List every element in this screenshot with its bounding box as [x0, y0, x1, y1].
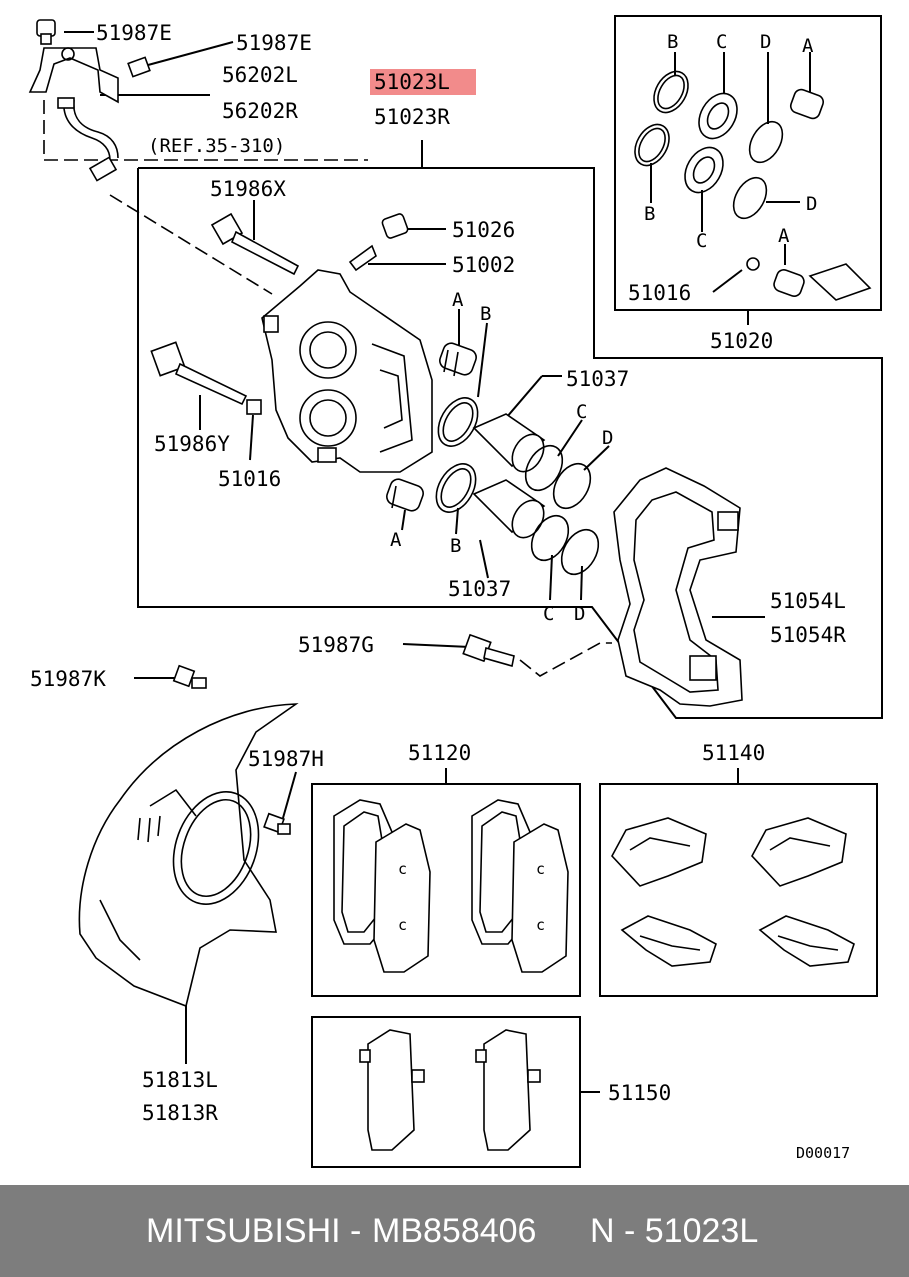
footer-dash: -	[350, 1211, 362, 1250]
caliper-support-bracket	[613, 467, 743, 707]
parts-diagram: c c c c	[28, 15, 883, 1168]
letter-main-A1: A	[452, 289, 464, 311]
label-51120: 51120	[408, 741, 471, 765]
dust-boot-upper	[439, 342, 477, 377]
label-56202R: 56202R	[222, 99, 298, 123]
footer-ref-number: N - 51023L	[590, 1211, 759, 1250]
piston-upper	[472, 413, 592, 510]
part-labels: 51987E 51987E 56202L 56202R 51023L 51023…	[30, 21, 850, 1162]
letter-main-A2: A	[390, 529, 402, 551]
brake-pad-set: c c c c	[333, 799, 569, 973]
label-51023L: 51023L	[374, 70, 450, 94]
bleeder-screw	[348, 213, 409, 272]
label-ref: (REF.35-310)	[148, 135, 285, 157]
dust-boot-lower	[386, 478, 424, 512]
label-51016-kit: 51016	[628, 281, 691, 305]
label-51020: 51020	[710, 329, 773, 353]
label-51987H: 51987H	[248, 747, 324, 771]
letter-main-D2: D	[574, 603, 585, 625]
label-56202L: 56202L	[222, 63, 298, 87]
label-51054R: 51054R	[770, 623, 846, 647]
label-51026: 51026	[452, 218, 515, 242]
letter-kit-B2: B	[644, 203, 655, 225]
label-51150: 51150	[608, 1081, 671, 1105]
label-51987E-b: 51987E	[236, 31, 312, 55]
letter-kit-D1: D	[760, 31, 771, 53]
label-51813L: 51813L	[142, 1068, 218, 1092]
piston-lower	[472, 479, 600, 576]
letter-kit-A2: A	[778, 225, 790, 247]
shim-set-box	[311, 1016, 581, 1168]
label-51016-main: 51016	[218, 467, 281, 491]
label-51987G: 51987G	[298, 633, 374, 657]
label-51987K: 51987K	[30, 667, 106, 691]
dust-shield	[78, 703, 299, 1008]
letter-main-B2: B	[450, 535, 461, 557]
pad-shim-set	[359, 1029, 541, 1151]
letter-main-B1: B	[480, 303, 491, 325]
letter-main-C2: C	[543, 603, 554, 625]
bolt-51987G	[462, 633, 515, 668]
pad-clip-set	[611, 817, 855, 967]
svg-text:c: c	[536, 916, 545, 934]
caliper-body	[261, 269, 433, 473]
bolt-51987K	[172, 664, 207, 689]
footer-brand: MITSUBISHI	[146, 1211, 341, 1250]
letter-kit-C2: C	[696, 230, 707, 252]
letter-main-C1: C	[576, 401, 587, 423]
label-51813R: 51813R	[142, 1101, 218, 1125]
label-diagram-code: D00017	[796, 1144, 850, 1162]
reference-dashed-lines	[43, 100, 612, 677]
highlight-51023L	[370, 69, 476, 95]
slide-pin-upper	[210, 212, 300, 276]
slide-pin-lower	[150, 341, 262, 415]
caliper-assembly-frame	[137, 167, 883, 719]
label-51002: 51002	[452, 253, 515, 277]
label-51986X: 51986X	[210, 177, 286, 201]
letter-kit-A1: A	[802, 35, 814, 57]
label-51054L: 51054L	[770, 589, 846, 613]
piston-seals	[435, 397, 479, 513]
clip-set-box	[599, 783, 878, 997]
label-51037-bot: 51037	[448, 577, 511, 601]
label-51987E-a: 51987E	[96, 21, 172, 45]
leader-lines	[64, 31, 811, 1093]
brake-hose-bracket	[28, 19, 151, 182]
svg-text:c: c	[398, 860, 407, 878]
letter-kit-C1: C	[716, 31, 727, 53]
svg-text:c: c	[536, 860, 545, 878]
letter-main-D1: D	[602, 427, 613, 449]
svg-text:c: c	[398, 916, 407, 934]
bolt-51987H	[263, 812, 291, 835]
seal-kit-parts	[634, 70, 872, 301]
letter-kit-D2: D	[806, 193, 817, 215]
label-51023R: 51023R	[374, 105, 450, 129]
label-51037-top: 51037	[566, 367, 629, 391]
label-51140: 51140	[702, 741, 765, 765]
letter-kit-B1: B	[667, 31, 678, 53]
footer-bar: MITSUBISHI - MB858406 N - 51023L	[0, 1185, 909, 1277]
label-51986Y: 51986Y	[154, 432, 230, 456]
footer-part-number: MB858406	[372, 1211, 537, 1250]
